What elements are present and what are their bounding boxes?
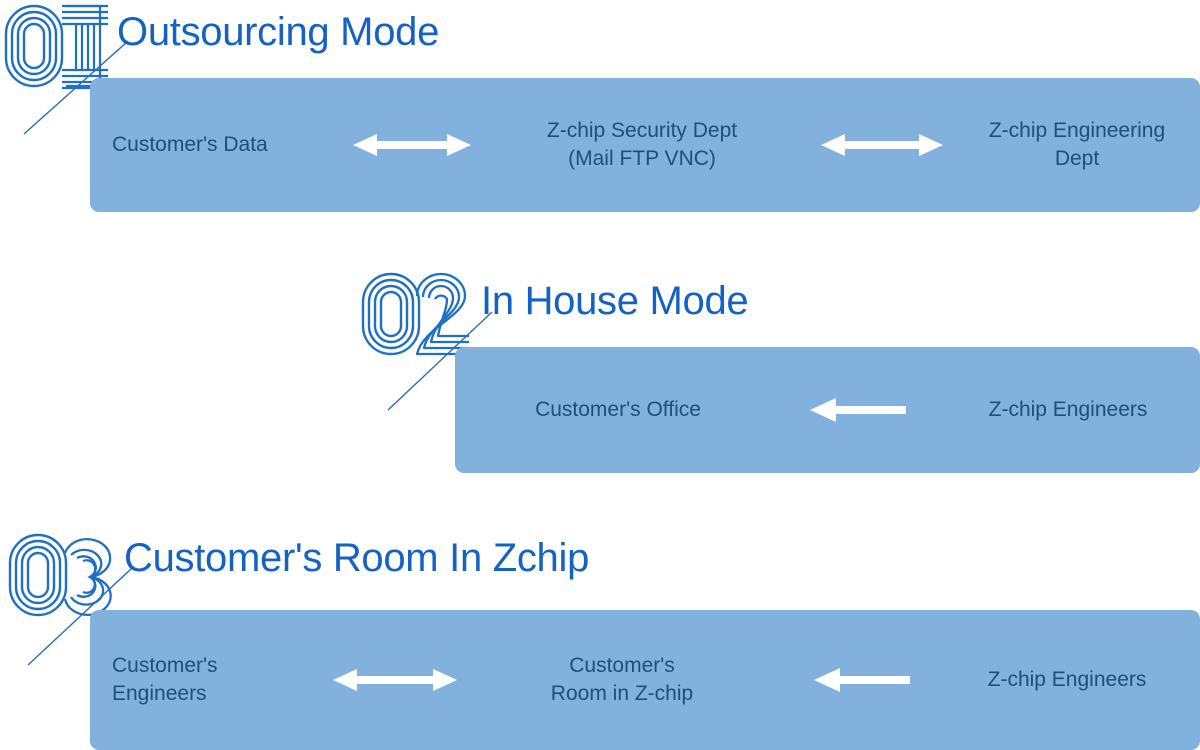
band-item-zchip-engineers: Z-chip Engineers [987,668,1147,692]
left-arrow-icon [767,667,957,693]
band-item-customers-office: Customer's Office [535,398,701,422]
section-number-03 [8,533,112,617]
band-item-customers-room-in-zchip: Customer's Room in Z-chip [550,654,694,705]
band-item-customers-engineers: Customer's Engineers [112,654,218,705]
section-number-01 [4,4,110,90]
double-arrow-icon [332,132,492,158]
band-item-customers-data: Customer's Data [112,133,268,157]
section-title-in-house-mode: In House Mode [481,279,749,323]
double-arrow-icon [312,667,477,693]
band-item-zchip-engineers: Z-chip Engineers [988,398,1148,422]
band-outsourcing-mode: Customer's Data Z-chip Security Dept (Ma… [90,78,1200,212]
band-item-zchip-security-dept: Z-chip Security Dept (Mail FTP VNC) [546,119,738,170]
section-title-outsourcing-mode: Outsourcing Mode [117,10,440,54]
double-arrow-icon [792,132,972,158]
band-in-house-mode: Customer's Office Z-chip Engineers [455,347,1200,473]
section-title-customers-room-in-zchip: Customer's Room In Zchip [124,536,590,580]
left-arrow-icon [763,397,953,423]
band-item-zchip-engineering-dept: Z-chip Engineering Dept [988,119,1166,170]
section-number-02 [361,272,471,356]
band-customers-room-in-zchip: Customer's Engineers Customer's Room in … [90,610,1200,750]
